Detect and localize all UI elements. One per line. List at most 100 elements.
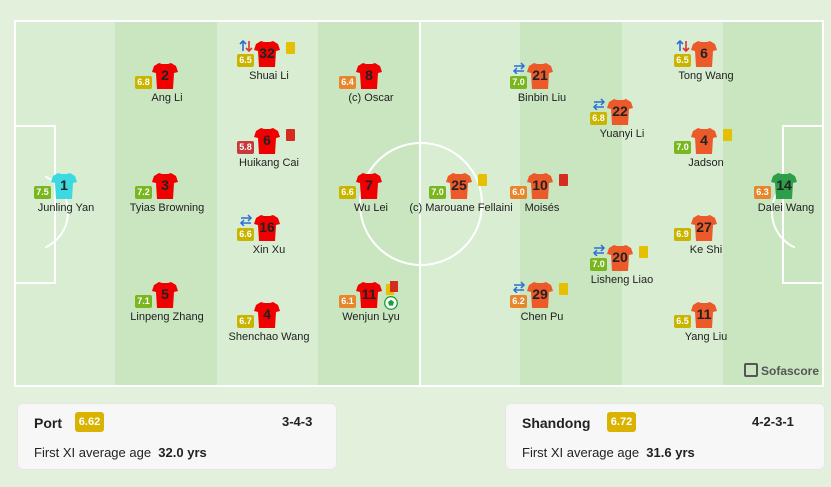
shirt-number: 3 [161,177,169,193]
player-name: Junling Yan [37,202,95,214]
shirt-number: 21 [532,67,548,83]
yellow-card-icon [478,174,487,186]
player-name: Shenchao Wang [228,331,310,343]
brand-logo: Sofascore [744,363,819,379]
shirt-icon: 5 [152,281,178,309]
shirt-number: 4 [700,132,708,148]
substitution-icon [239,39,253,53]
player-name: Wu Lei [353,202,389,214]
player-name: Huikang Cai [239,157,299,169]
home-player[interactable]: 7 6.6 Wu Lei [316,172,426,232]
player-rating: 7.5 [34,186,51,199]
away-formation: 4-2-3-1 [752,414,794,429]
player-name: (c) Marouane Fellaini [409,202,513,214]
player-name: Linpeng Zhang [130,311,204,323]
player-name: Dalei Wang [757,202,815,214]
away-average-age: First XI average age 31.6 yrs [522,445,695,460]
player-rating: 7.0 [429,186,446,199]
player-rating: 7.0 [590,258,607,271]
away-player[interactable]: 25 7.0 (c) Marouane Fellaini [406,172,516,232]
shirt-number: 4 [263,306,271,322]
shirt-icon: 20 [607,244,633,272]
shirt-icon: 21 [527,62,553,90]
shirt-icon: 4 [254,301,280,329]
shirt-number: 6 [263,132,271,148]
player-name: Chen Pu [520,311,564,323]
player-name: Yuanyi Li [599,128,645,140]
player-rating: 6.3 [754,186,771,199]
shirt-icon: 7 [356,172,382,200]
away-team-name: Shandong [522,415,591,431]
shirt-icon: 8 [356,62,382,90]
player-rating: 6.9 [674,228,691,241]
shirt-number: 27 [696,219,712,235]
shirt-icon: 6 [254,127,280,155]
shirt-number: 14 [776,177,792,193]
red-card-icon [286,129,295,141]
shirt-number: 25 [451,177,467,193]
shirt-number: 20 [612,249,628,265]
player-rating: 6.6 [237,228,254,241]
substitution-icon [239,213,253,227]
player-name: (c) Oscar [348,92,394,104]
player-name: Tong Wang [678,70,734,82]
home-team-name: Port [34,415,62,431]
shirt-number: 11 [361,286,377,302]
shirt-number: 29 [532,286,548,302]
player-name: Ke Shi [689,244,723,256]
center-circle [359,142,483,266]
shirt-icon: 22 [607,98,633,126]
shirt-number: 7 [365,177,373,193]
player-name: Binbin Liu [517,92,567,104]
player-rating: 6.5 [674,54,691,67]
shirt-icon: 10 [527,172,553,200]
shirt-icon: 3 [152,172,178,200]
shirt-icon: 29 [527,281,553,309]
player-rating: 7.0 [674,141,691,154]
player-rating: 6.6 [339,186,356,199]
away-team-rating: 6.72 [607,412,636,432]
away-player[interactable]: 27 6.9 Ke Shi [651,214,761,274]
shirt-icon: 25 [446,172,472,200]
shirt-number: 16 [259,219,275,235]
red-card-icon [559,174,568,186]
shirt-number: 2 [161,67,169,83]
player-rating: 6.4 [339,76,356,89]
player-name: Tyias Browning [129,202,205,214]
shirt-icon: 1 [51,172,77,200]
shirt-icon: 4 [691,127,717,155]
player-name: Lisheng Liao [590,274,654,286]
player-rating: 7.2 [135,186,152,199]
home-team-summary: Port 6.62 3-4-3 First XI average age 32.… [17,403,337,470]
player-rating: 6.1 [339,295,356,308]
shirt-icon: 6 [691,40,717,68]
substitution-icon [512,280,526,294]
player-rating: 7.0 [510,76,527,89]
player-name: Jadson [688,157,724,169]
player-rating: 5.8 [237,141,254,154]
goal-icon [384,296,398,310]
shirt-icon: 2 [152,62,178,90]
shirt-number: 6 [700,45,708,61]
player-rating: 6.2 [510,295,527,308]
